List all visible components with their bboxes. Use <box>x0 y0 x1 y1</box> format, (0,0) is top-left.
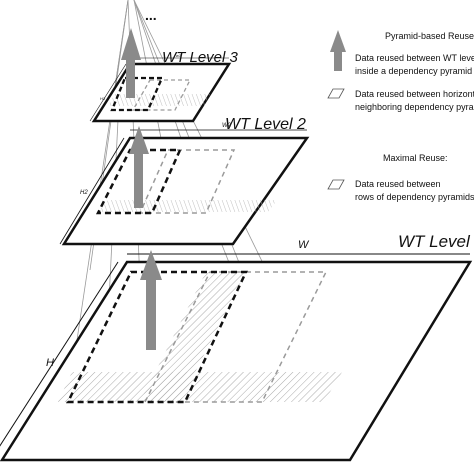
level-1-title: WT Level 1 <box>398 232 474 251</box>
level-1-plane-outline <box>0 260 473 462</box>
level-2-hatched-row <box>98 200 277 212</box>
wt-level-2-plane: W2 H2 WT Level 2 <box>59 116 310 246</box>
legend-section-maximal-title: Maximal Reuse: <box>383 153 448 163</box>
legend-item-3-line-1: Data reused between <box>355 179 441 189</box>
wt-level-3-plane: w3 H3 WT Level 3 <box>89 28 239 123</box>
level-1-black-dashed-region <box>66 270 248 404</box>
legend-hatch-icon-2 <box>327 179 345 190</box>
level-3-dimension-line-h <box>89 63 127 122</box>
level-1-w-label: W <box>298 239 310 251</box>
level-1-gray-dashed-region <box>143 271 328 403</box>
level-3-hatched-row <box>108 94 210 106</box>
legend-section-pyramid-title: Pyramid-based Reuse: <box>385 31 474 41</box>
legend-item-3-line-2: rows of dependency pyramids <box>355 192 474 202</box>
level-3-black-dashed-region <box>110 76 164 112</box>
legend-item-2-line-1: Data reused between horizontally <box>355 89 474 99</box>
wt-level-1-plane: W H WT Level 1 <box>0 232 474 462</box>
legend: Pyramid-based Reuse: Data reused between… <box>327 30 474 202</box>
legend-hatch-icon-1 <box>327 88 345 99</box>
level-2-w-label: W2 <box>222 123 232 129</box>
level-3-w-label: w3 <box>176 53 182 58</box>
level-3-title: WT Level 3 <box>162 49 239 66</box>
level-1-dimension-line-h <box>0 261 119 447</box>
level-2-plane-outline <box>61 136 310 246</box>
level-2-up-arrow <box>129 126 149 208</box>
level-2-title: WT Level 2 <box>225 116 306 133</box>
legend-item-1-line-1: Data reused between WT levels <box>355 53 474 63</box>
level-1-hatched-column <box>140 272 246 402</box>
level-1-h-label: H <box>46 357 54 369</box>
level-3-up-arrow <box>121 28 141 98</box>
level-3-plane-outline <box>91 62 232 123</box>
legend-item-1-line-2: inside a dependency pyramid <box>355 66 472 76</box>
level-2-dimension-line-h <box>59 137 125 245</box>
level-2-black-dashed-region <box>95 148 182 215</box>
level-3-h-label: H3 <box>100 96 106 101</box>
level-2-h-label: H2 <box>80 190 88 196</box>
top-ellipsis: ... <box>145 7 157 23</box>
level-1-hatched-row <box>58 372 342 402</box>
level-1-up-arrow <box>140 250 162 350</box>
level-3-gray-dashed-region <box>131 79 192 111</box>
legend-item-2-line-2: neighboring dependency pyramids <box>355 102 474 112</box>
legend-arrow-icon <box>330 30 346 71</box>
